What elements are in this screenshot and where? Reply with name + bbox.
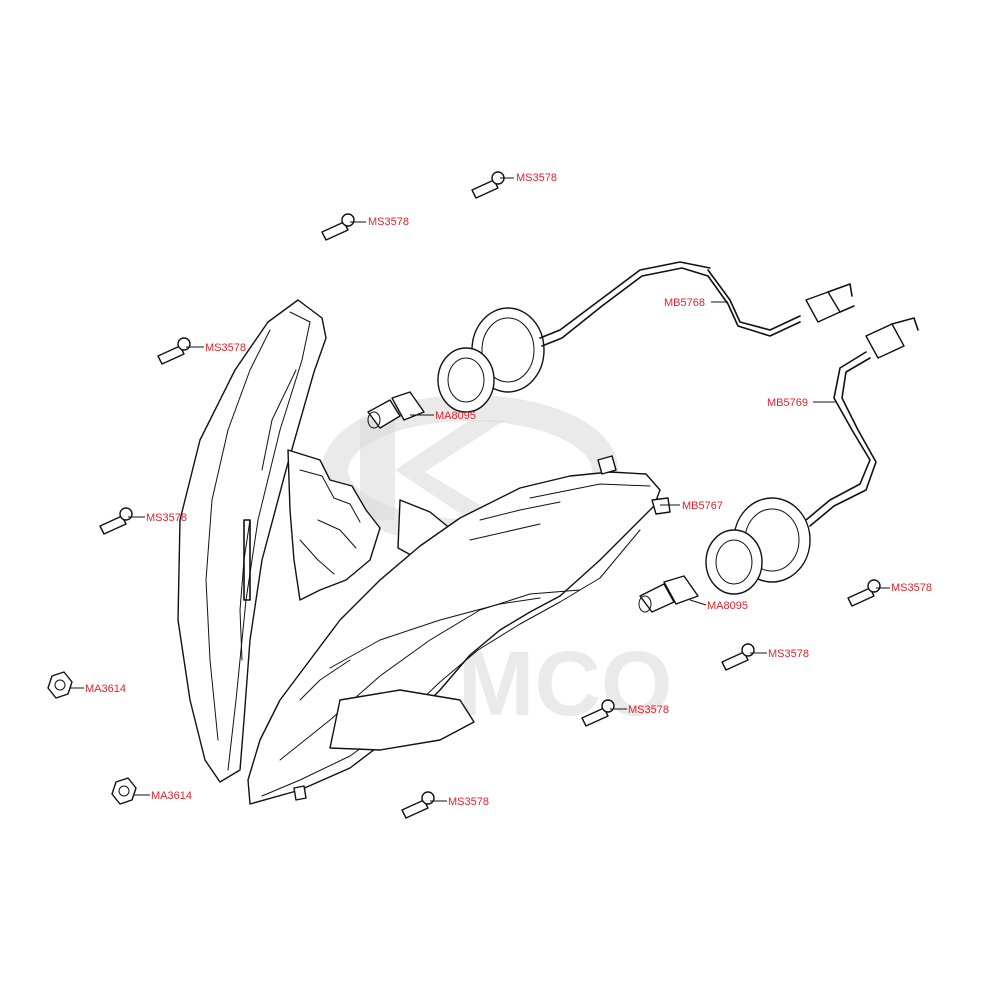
label-ms3578: MS3578	[205, 342, 246, 354]
nut	[47, 671, 73, 699]
part-labels: MS3578 MS3578 MS3578 MS3578 MS3578 MS357…	[85, 172, 932, 808]
screw	[721, 643, 755, 671]
headlight-housing	[177, 299, 453, 783]
screw	[99, 507, 133, 535]
label-ms3578: MS3578	[891, 582, 932, 594]
label-ma3614: MA3614	[85, 683, 126, 695]
connector-lower	[865, 317, 919, 359]
leader-lines	[70, 177, 890, 802]
screw	[401, 791, 435, 819]
label-ma8095: MA8095	[707, 600, 748, 612]
label-ms3578: MS3578	[516, 172, 557, 184]
screw	[321, 213, 355, 241]
connector-upper	[805, 283, 855, 323]
label-ma3614: MA3614	[151, 790, 192, 802]
screw	[157, 337, 191, 365]
label-ma8095: MA8095	[435, 410, 476, 422]
label-ms3578: MS3578	[768, 648, 809, 660]
bulb-upper	[367, 391, 425, 429]
label-ms3578: MS3578	[146, 512, 187, 524]
headlight-lens	[247, 455, 671, 805]
screw	[471, 171, 505, 199]
label-ms3578: MS3578	[448, 796, 489, 808]
label-mb5767: MB5767	[682, 500, 723, 512]
label-mb5769: MB5769	[767, 397, 808, 409]
bulb-socket-lower	[705, 351, 877, 595]
nut	[111, 777, 137, 805]
label-ms3578: MS3578	[368, 216, 409, 228]
bulb-lower	[638, 575, 699, 613]
screw	[847, 579, 881, 607]
label-ms3578: MS3578	[628, 704, 669, 716]
label-mb5768: MB5768	[664, 297, 705, 309]
bulb-socket-upper	[437, 261, 801, 413]
